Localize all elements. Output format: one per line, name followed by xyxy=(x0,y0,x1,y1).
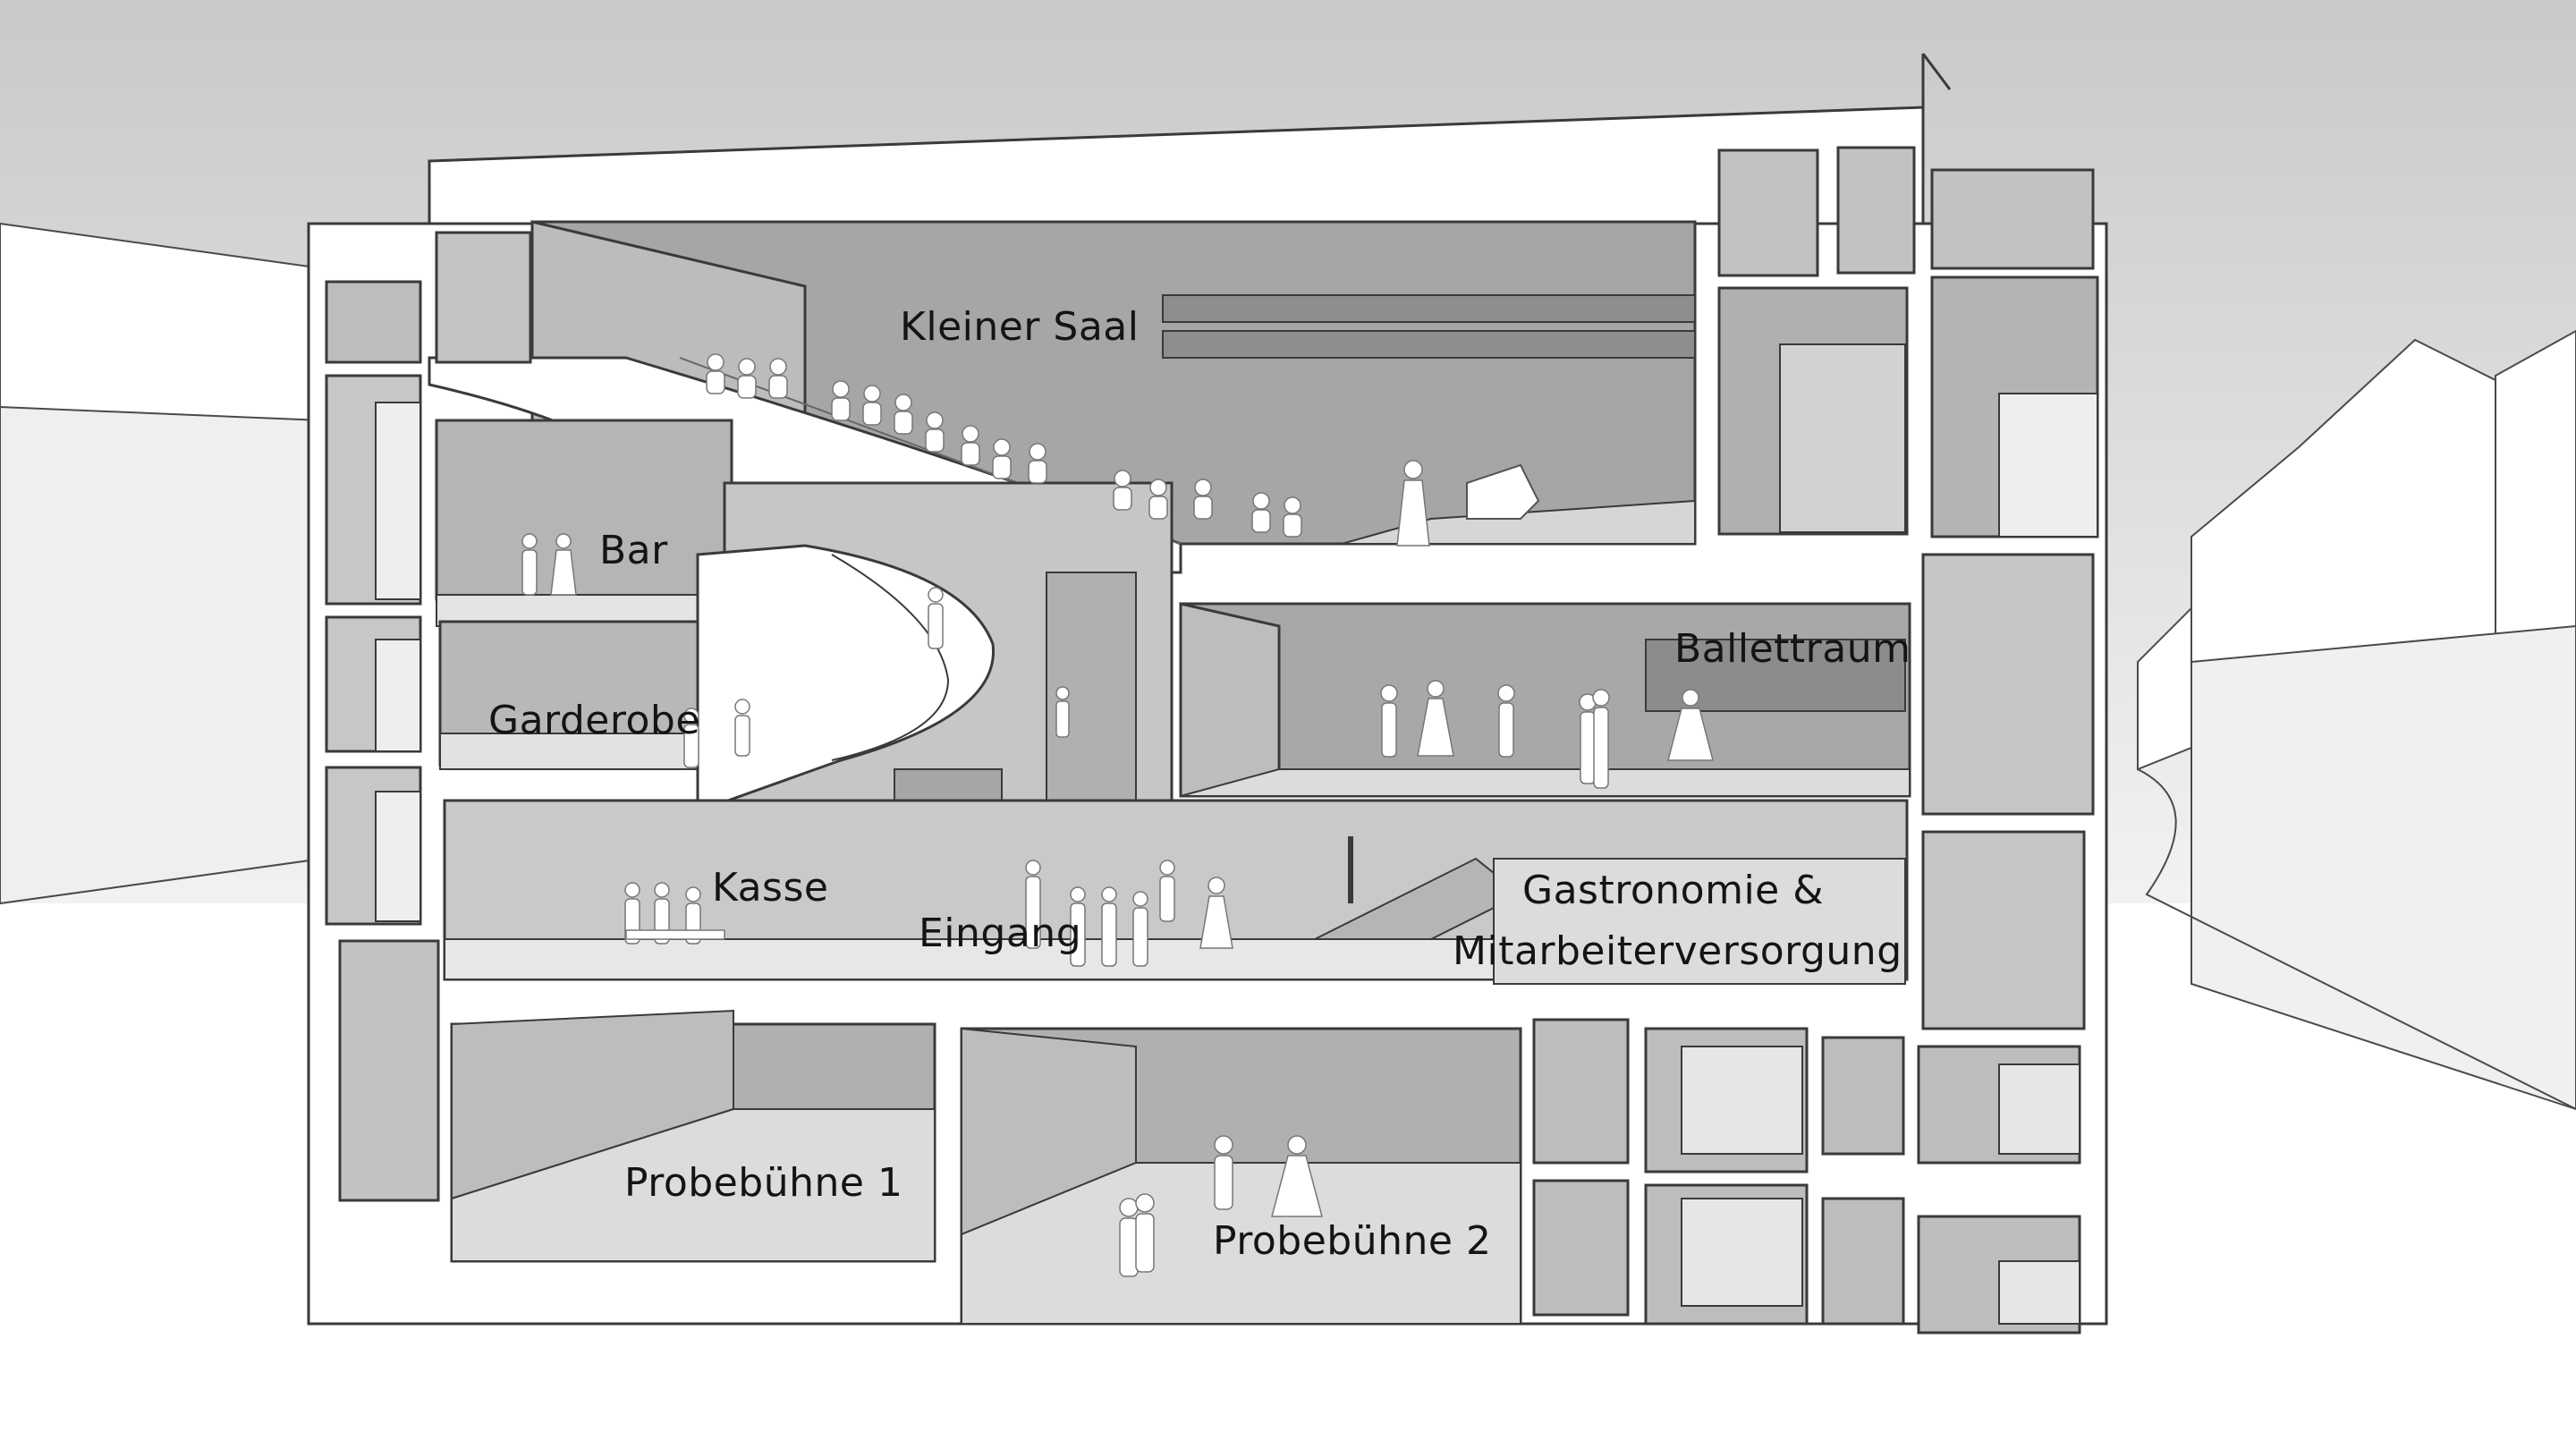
label-gastronomie-line1: Gastronomie & xyxy=(1522,868,1825,913)
label-bar: Bar xyxy=(599,528,668,573)
room-ballettraum xyxy=(1179,602,1911,798)
right-neighbour-buildings xyxy=(2137,329,2576,1111)
left-wall-rooms xyxy=(325,231,532,1202)
basement-small-rooms xyxy=(1532,1018,2081,1335)
room-bar xyxy=(435,419,733,627)
kasse-counter xyxy=(625,929,725,940)
label-kasse: Kasse xyxy=(712,865,829,911)
label-probebuehne-2: Probebühne 2 xyxy=(1213,1218,1492,1264)
label-kleiner-saal: Kleiner Saal xyxy=(900,304,1140,350)
right-wall-rooms xyxy=(1717,146,2099,1030)
label-probebuehne-1: Probebühne 1 xyxy=(624,1160,903,1206)
label-garderobe: Garderobe xyxy=(488,698,700,743)
left-neighbour-buildings xyxy=(0,222,323,905)
audience-figures xyxy=(706,353,1302,538)
label-eingang: Eingang xyxy=(919,911,1082,956)
room-probebuehne-2 xyxy=(960,1027,1522,1326)
piano-icon xyxy=(1466,463,1540,520)
label-gastronomie-line2: Mitarbeiterversorgung xyxy=(1453,928,1902,974)
label-ballettraum: Ballettraum xyxy=(1674,626,1911,672)
room-garderobe xyxy=(438,620,719,770)
room-probebuehne-1 xyxy=(450,1009,936,1263)
room-ground-floor xyxy=(443,799,1909,985)
